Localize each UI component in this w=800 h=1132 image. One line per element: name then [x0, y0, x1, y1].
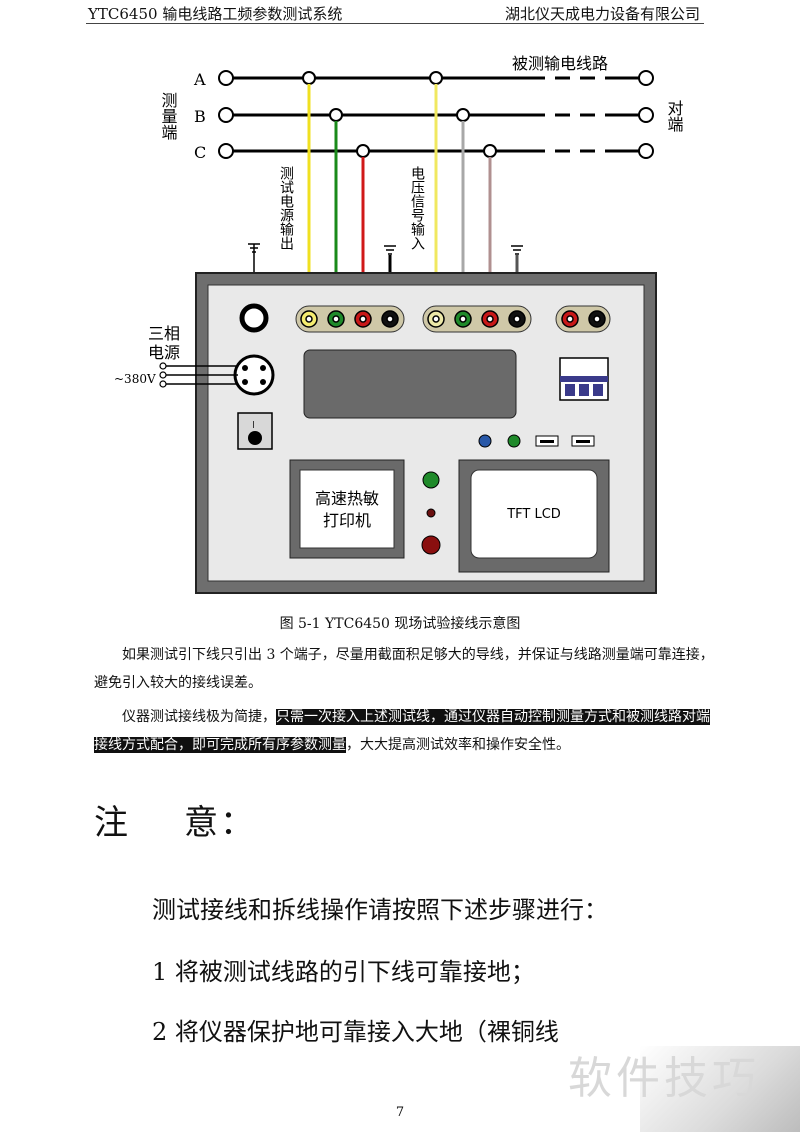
header-rule	[86, 23, 704, 24]
voltage-terminal-block	[422, 305, 532, 333]
far-end-label: 对端	[665, 100, 684, 132]
green-button	[422, 471, 440, 489]
paragraph-1: 如果测试引下线只引出 3 个端子，尽量用截面积足够大的导线，并保证与线路测量端可…	[94, 647, 714, 691]
step-2: 2 将仪器保护地可靠接入大地（裸铜线	[152, 1018, 559, 1046]
line-label: 被测输电线路	[512, 54, 608, 73]
page-number: 7	[395, 1105, 405, 1120]
note-heading-char: 注	[94, 803, 130, 843]
lcd-label: TFT LCD	[506, 507, 561, 522]
output-terminals	[300, 310, 399, 328]
steps-intro: 测试接线和拆线操作请按照下述步骤进行：	[152, 896, 608, 924]
power-socket	[233, 354, 275, 396]
green-led	[507, 434, 521, 448]
printer-label-2: 打印机	[323, 511, 371, 530]
usb-module-slots	[565, 384, 603, 396]
ground-terminal	[239, 303, 269, 333]
phase-a-label: A	[193, 70, 206, 89]
paragraph-2: 仪器测试接线极为简捷，只需一次接入上述测试线，通过仪器自动控制测量方式和被测线路…	[94, 703, 718, 759]
power-label-2: 电源	[148, 343, 180, 362]
usb-port-1-slot	[540, 440, 554, 443]
step-1: 1 将被测试线路的引下线可靠接地；	[152, 958, 535, 986]
watermark: 软件技巧	[568, 1053, 760, 1104]
lcd-screen	[470, 469, 598, 559]
note-heading: 注 意：	[94, 795, 256, 844]
note-heading-rest: 意：	[184, 803, 256, 843]
power-input-lines	[164, 365, 238, 385]
paragraph-2-outro: ，大大提高测试效率和操作安全性。	[346, 737, 570, 753]
printer-paper	[299, 469, 395, 549]
power-label-1: 三相	[148, 324, 180, 343]
watermark-shade	[640, 1046, 800, 1132]
phase-b-label: B	[194, 107, 206, 126]
usb-port-2-slot	[576, 440, 590, 443]
aux-terminals	[561, 310, 606, 328]
header-title: YTC6450 输电线路工频参数测试系统	[88, 5, 343, 23]
voltage-input-label: 电压信号输入	[409, 166, 425, 250]
small-button	[426, 508, 436, 518]
printer-label-1: 高速热敏	[315, 489, 379, 508]
voltage-label: ~380V	[114, 372, 156, 386]
phase-c-label: C	[194, 143, 206, 162]
usb-module-band	[560, 376, 608, 382]
output-terminal-block	[295, 305, 405, 333]
voltage-terminals	[427, 310, 526, 328]
page-header: YTC6450 输电线路工频参数测试系统 湖北仪天成电力设备有限公司	[0, 0, 800, 24]
socket-pins	[242, 365, 266, 385]
figure-caption: 图 5-1 YTC6450 现场试验接线示意图	[279, 616, 521, 632]
switch-mark: I	[252, 420, 255, 431]
paragraph-2-intro: 仪器测试接线极为简捷，	[122, 709, 276, 725]
phase-lines	[233, 76, 640, 153]
measure-end-label: 测量端	[159, 92, 178, 140]
wiring-diagram: A B C 被测输电线路 测量端 对端 测试电源输出 电压信号输入 三相	[114, 54, 684, 594]
display-window	[303, 349, 517, 419]
header-company: 湖北仪天成电力设备有限公司	[504, 5, 700, 23]
test-output-label: 测试电源输出	[278, 166, 294, 250]
red-button	[421, 535, 441, 555]
blue-led	[478, 434, 492, 448]
power-input-circles	[159, 362, 167, 388]
switch-knob	[248, 431, 262, 445]
